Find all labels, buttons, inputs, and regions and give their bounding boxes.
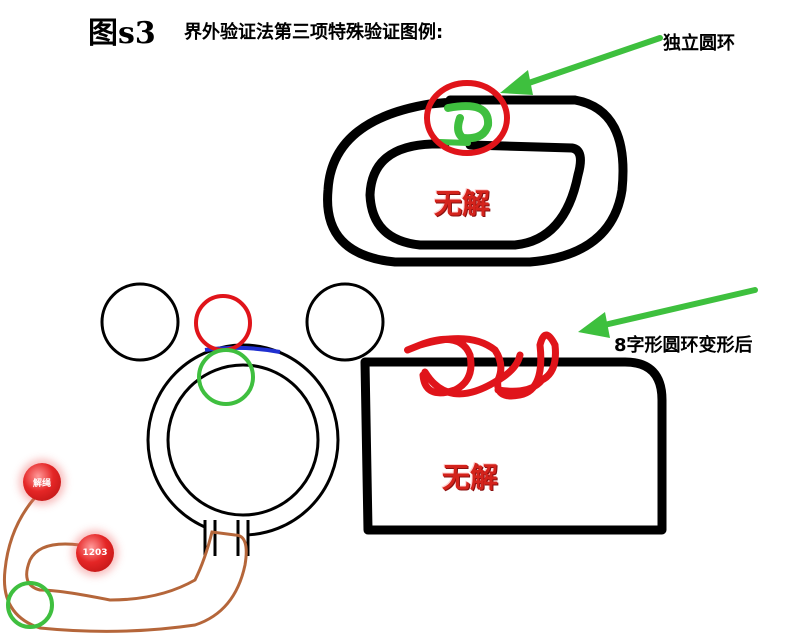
top-no-solution-text: 无解 (434, 187, 491, 220)
mickey-gap (205, 522, 249, 558)
count-badge[interactable]: 1203 (76, 534, 114, 572)
mickey-green-highlight (197, 348, 255, 406)
mickey-right-ear (305, 282, 385, 362)
independent-ring-arrow-head (500, 70, 533, 95)
independent-ring-label: 独立圆环 (663, 33, 735, 54)
mickey-inner-ring (166, 363, 320, 517)
mickey-left-ear (100, 282, 180, 362)
figure8-arrow-head (578, 312, 610, 338)
independent-ring-diagram (323, 35, 663, 267)
solve-badge[interactable]: 解绳 (23, 463, 61, 501)
red-figure8-curve (404, 331, 559, 400)
figure8-deformed-diagram (360, 287, 758, 535)
outer-loop (323, 95, 628, 267)
figure-subtitle: 界外验证法第三项特殊验证图例: (184, 22, 444, 43)
figure-title: 图s3 (88, 16, 156, 51)
rope-green-highlight (6, 581, 54, 629)
inner-loop (365, 139, 585, 250)
rounded-rectangle (360, 357, 667, 535)
green-link-segment (437, 139, 471, 146)
mickey-ring-diagram (2, 282, 385, 633)
mickey-outer-ring (146, 343, 340, 537)
independent-ring-highlight (424, 80, 510, 156)
figure8-deformed-label: 8字形圆环变形后 (614, 335, 753, 356)
figure8-arrow-shaft (597, 287, 758, 329)
mickey-red-highlight (194, 294, 252, 352)
green-ring-segment (444, 102, 493, 143)
red-figure8-curve-lower (421, 351, 524, 398)
bottom-no-solution-text: 无解 (442, 461, 499, 494)
brown-rope (2, 485, 248, 633)
independent-ring-arrow-shaft (517, 35, 663, 89)
